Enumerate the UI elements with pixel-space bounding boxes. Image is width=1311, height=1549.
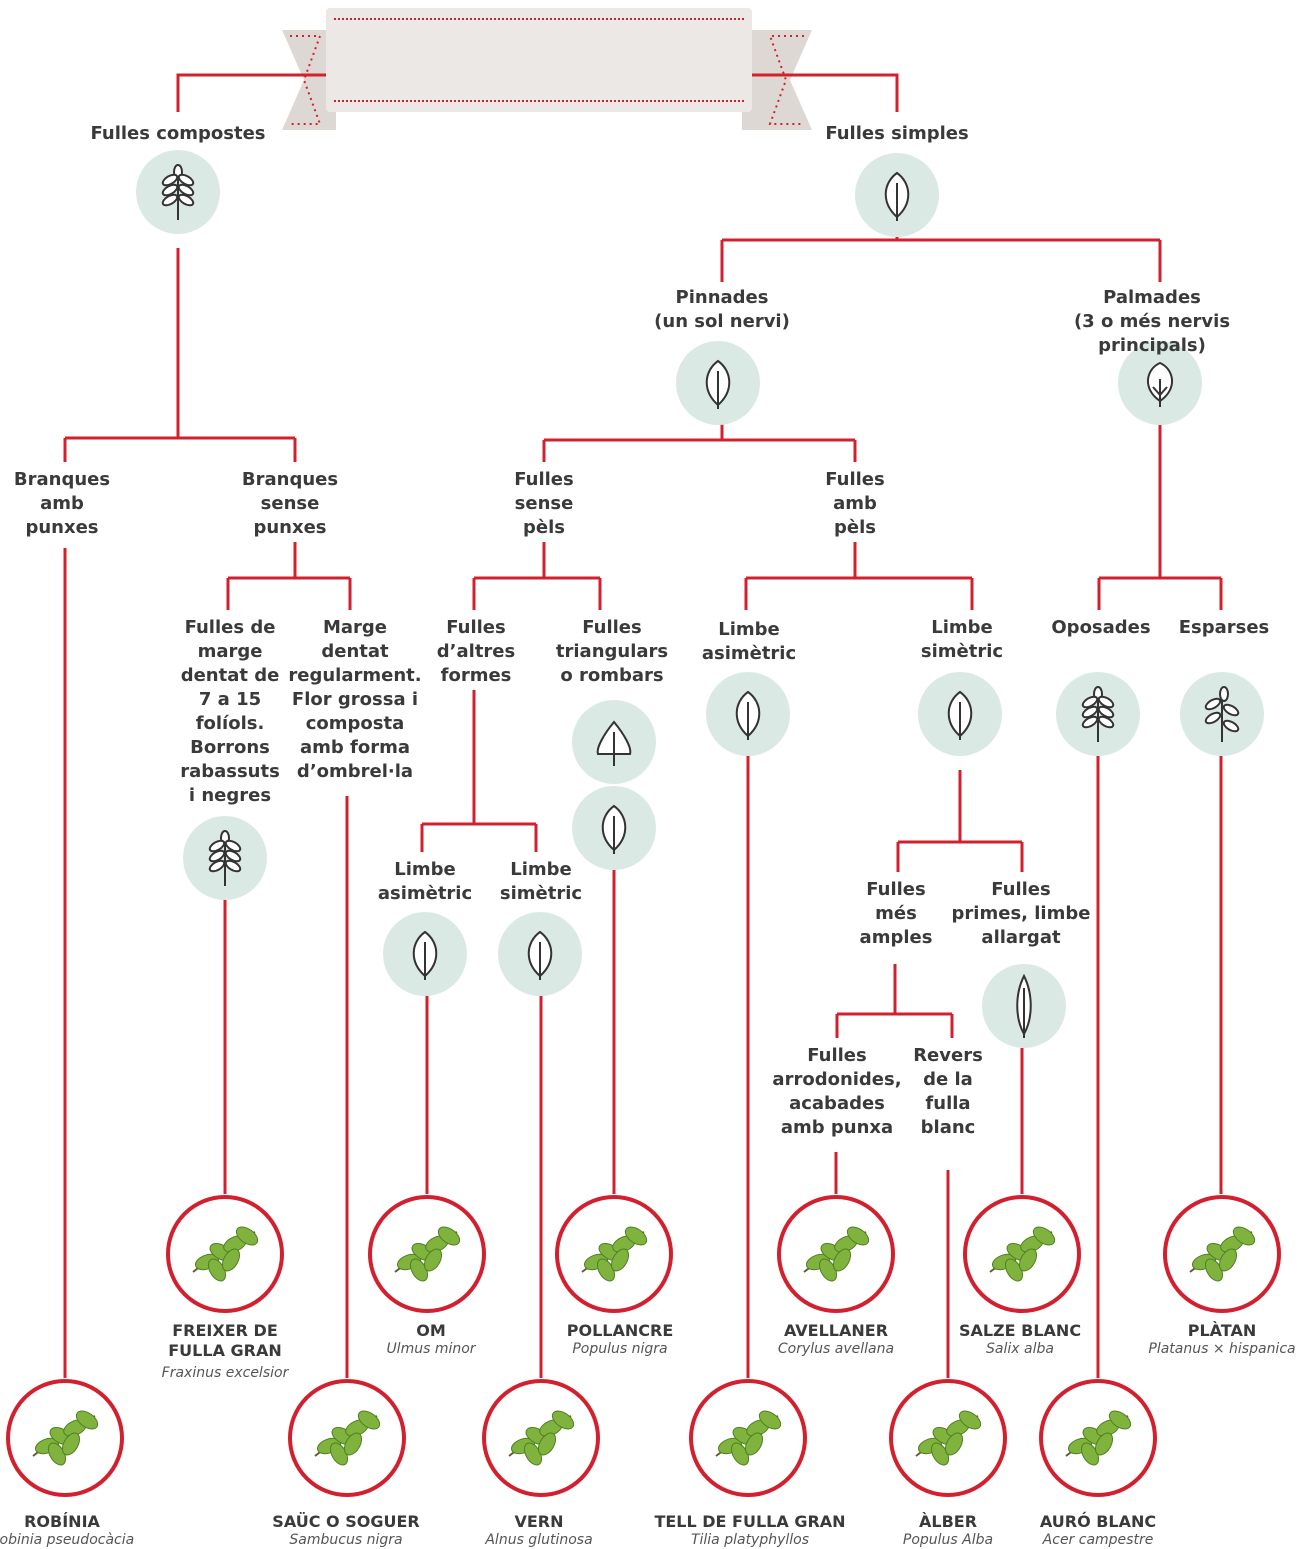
banner-ribbon-left <box>282 30 336 130</box>
label-esparses: Esparses <box>1178 617 1270 638</box>
label-fulles-amb-pels: Fulles amb pèls <box>825 469 885 538</box>
label-fulles-mes-amples: Fulles més amples <box>859 879 933 948</box>
species-name-robinia: ROBÍNIA <box>24 1512 100 1531</box>
species-name-avellaner: AVELLANER <box>783 1321 889 1340</box>
label-fulles-primes: Fulles primes, limbe allargat <box>951 879 1091 948</box>
species-name-freixer: FREIXER DE FULLA GRAN <box>168 1321 282 1360</box>
narrow-leaf-icon <box>982 964 1066 1048</box>
label-marge-dentat-regularment: Marge dentat regularment. Flor grossa i … <box>288 617 422 782</box>
alternate-leaves-icon <box>1180 672 1264 756</box>
species-name-vern: VERN <box>514 1512 564 1531</box>
species-photo-auro <box>1039 1379 1157 1497</box>
species-photo-vern <box>482 1379 600 1497</box>
species-latin-freixer: Fraxinus excelsior <box>161 1365 289 1381</box>
species-name-salze: SALZE BLANC <box>958 1321 1082 1340</box>
label-branques-amb-punxes: Branques amb punxes <box>13 469 111 538</box>
label-fulles-arrodonides: Fulles arrodonides, acabades amb punxa <box>772 1045 902 1138</box>
species-photo-platan <box>1163 1195 1281 1313</box>
label-revers-blanc: Revers de la fulla blanc <box>913 1045 983 1138</box>
connector-line-0 <box>176 73 326 112</box>
species-latin-vern: Alnus glutinosa <box>485 1532 593 1548</box>
banner-ribbon-left-dots <box>290 35 322 125</box>
label-limbe-asimetric: Limbe asimètric <box>377 859 473 904</box>
species-photo-om <box>368 1195 486 1313</box>
species-latin-tell: Tilia platyphyllos <box>690 1532 810 1548</box>
compound-leaf-icon <box>183 816 267 900</box>
label-limbe-asimetric-pels: Limbe asimètric <box>701 619 797 664</box>
label-fulles-altres-formes: Fulles d’altres formes <box>436 617 516 686</box>
species-name-alber: ÀLBER <box>918 1512 978 1531</box>
species-photo-alber <box>889 1379 1007 1497</box>
species-latin-salze: Salix alba <box>986 1341 1054 1357</box>
opposite-leaves-icon <box>1056 672 1140 756</box>
species-latin-sauc: Sambucus nigra <box>289 1532 403 1548</box>
banner-ribbon-right-dots <box>768 35 804 125</box>
species-name-auro: AURÓ BLANC <box>1039 1512 1157 1531</box>
species-photo-pollancre <box>555 1195 673 1313</box>
species-latin-alber: Populus Alba <box>902 1532 994 1548</box>
species-name-om: OM <box>416 1321 446 1340</box>
label-branques-sense-punxes: Branques sense punxes <box>241 469 339 538</box>
label-fulles-simples: Fulles simples <box>825 123 969 144</box>
label-oposades: Oposades <box>1051 617 1151 638</box>
label-fulles-triangulars: Fulles triangulars o rombars <box>555 617 669 686</box>
title-banner <box>326 8 752 112</box>
label-fulles-sense-pels: Fulles sense pèls <box>514 469 574 538</box>
compound-leaf-icon <box>136 150 220 234</box>
species-name-platan: PLÀTAN <box>1187 1321 1257 1340</box>
triangular-leaf-icon <box>572 700 656 784</box>
species-photo-freixer <box>166 1195 284 1313</box>
label-limbe-simetric: Limbe simètric <box>499 859 583 904</box>
label-pinnades: Pinnades (un sol nervi) <box>654 287 790 332</box>
species-latin-platan: Platanus × hispanica <box>1148 1341 1296 1357</box>
species-latin-robinia: Robinia pseudocàcia <box>0 1532 135 1548</box>
label-fulles-marge-dentat: Fulles de marge dentat de 7 a 15 folíols… <box>180 617 280 806</box>
banner-ribbon-right <box>742 30 812 130</box>
asymmetric-leaf-icon <box>383 912 467 996</box>
species-photo-salze <box>963 1195 1081 1313</box>
label-palmades: Palmades (3 o més nervis principals) <box>1073 287 1231 356</box>
banner-dotted-border <box>334 18 744 102</box>
species-latin-auro: Acer campestre <box>1042 1532 1154 1548</box>
rhomboid-leaf-icon <box>572 786 656 870</box>
species-latin-pollancre: Populus nigra <box>572 1341 668 1357</box>
palmate-leaf-icon <box>1118 341 1202 425</box>
connector-line-1 <box>752 73 899 112</box>
symmetric-leaf-icon <box>918 672 1002 756</box>
species-photo-robinia <box>6 1379 124 1497</box>
species-photo-sauc <box>288 1379 406 1497</box>
label-limbe-simetric-pels: Limbe simètric <box>920 617 1004 662</box>
pinnate-leaf-icon <box>676 341 760 425</box>
species-name-sauc: SAÜC O SOGUER <box>272 1512 420 1531</box>
symmetric-leaf-icon <box>498 912 582 996</box>
species-latin-avellaner: Corylus avellana <box>777 1341 895 1357</box>
label-fulles-compostes: Fulles compostes <box>90 123 266 144</box>
species-name-tell: TELL DE FULLA GRAN <box>654 1512 846 1531</box>
species-photo-tell <box>689 1379 807 1497</box>
species-name-pollancre: POLLANCRE <box>566 1321 674 1340</box>
species-photo-avellaner <box>777 1195 895 1313</box>
asymmetric-leaf-icon <box>706 672 790 756</box>
simple-leaf-icon <box>855 153 939 237</box>
species-latin-om: Ulmus minor <box>386 1341 476 1357</box>
